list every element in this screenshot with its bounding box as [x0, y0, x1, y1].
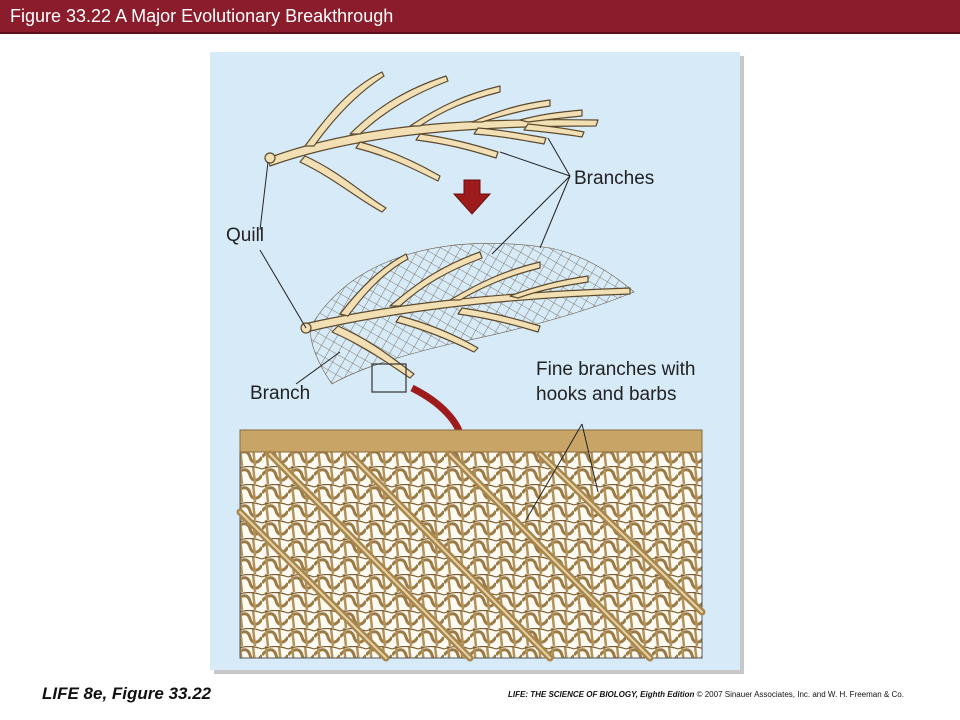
label-branches: Branches	[574, 168, 655, 189]
zoom-box	[371, 363, 407, 393]
leader-lines	[259, 137, 599, 521]
modern-feather	[300, 243, 635, 393]
label-fine-branches-line2: hooks and barbs	[536, 384, 677, 405]
simple-feather	[264, 71, 599, 213]
title-bar: Figure 33.22 A Major Evolutionary Breakt…	[0, 0, 960, 34]
closeup-panel	[236, 429, 706, 662]
label-quill: Quill	[226, 225, 265, 246]
feather-diagram	[236, 71, 706, 662]
label-branch: Branch	[250, 383, 311, 404]
evolution-arrow	[452, 179, 492, 215]
footer-book-title: LIFE: THE SCIENCE OF BIOLOGY, Eighth Edi…	[508, 690, 695, 699]
footer-copyright-text: © 2007 Sinauer Associates, Inc. and W. H…	[694, 690, 904, 699]
figure-title: Figure 33.22 A Major Evolutionary Breakt…	[10, 6, 394, 26]
label-fine-branches-line1: Fine branches with	[536, 359, 696, 380]
footer-copyright: LIFE: THE SCIENCE OF BIOLOGY, Eighth Edi…	[508, 690, 904, 699]
figure-panel: Branches Quill Branch Fine branches with…	[210, 52, 740, 670]
footer-figure-ref: LIFE 8e, Figure 33.22	[42, 684, 212, 703]
